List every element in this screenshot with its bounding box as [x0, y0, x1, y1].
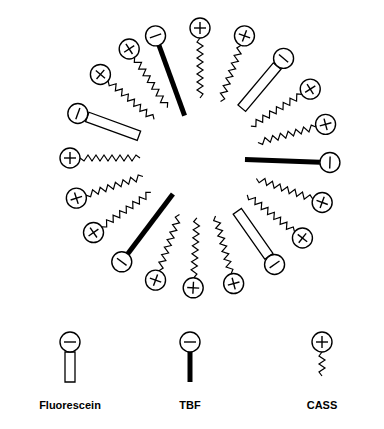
head-group [68, 104, 88, 124]
head-group [112, 252, 132, 272]
head-group [320, 153, 340, 173]
surfactant [220, 26, 254, 102]
surfactant [60, 148, 140, 168]
head-group [292, 228, 312, 248]
head-group [119, 39, 139, 59]
charge-sign [126, 44, 133, 54]
head-group [300, 79, 320, 99]
charge-sign [329, 157, 331, 169]
tbf-tail [245, 160, 320, 163]
head-group [190, 18, 210, 38]
tbf-tail [128, 194, 173, 254]
head-group [234, 26, 254, 46]
legend-entry: CASS [307, 395, 338, 413]
charge-sign [270, 261, 280, 268]
charge-sign [153, 275, 157, 286]
alkyl-tail [220, 45, 241, 101]
alkyl-tail [256, 178, 312, 199]
head-group [146, 26, 166, 46]
micelle [60, 18, 340, 298]
fluorescein-body [233, 208, 273, 259]
charge-sign [117, 258, 127, 265]
legend-entry: TBF [179, 395, 200, 413]
charge-sign [320, 123, 332, 126]
alkyl-tail [214, 216, 233, 274]
surfactant [84, 192, 151, 242]
alkyl-tail [159, 214, 180, 270]
surfactant [68, 104, 141, 141]
surfactant [180, 332, 200, 382]
head-group [183, 278, 203, 298]
fluorescein-body [238, 63, 281, 112]
charge-sign [317, 200, 328, 204]
head-group [224, 274, 244, 294]
alkyl-tail [319, 352, 325, 376]
alkyl-tail [102, 192, 151, 227]
charge-sign [184, 341, 196, 342]
charge-sign [232, 278, 235, 290]
surfactant [238, 48, 294, 111]
surfactant [258, 114, 336, 144]
charge-sign [192, 282, 194, 294]
charge-sign [71, 196, 82, 200]
surfactant [251, 79, 320, 127]
charge-sign [150, 34, 161, 38]
alkyl-tail [134, 57, 167, 107]
fluorescein-body [65, 352, 75, 382]
head-group [265, 254, 285, 274]
head-group [274, 48, 294, 68]
tbf-tail [159, 45, 185, 115]
charge-sign [279, 55, 288, 63]
charge-sign [242, 30, 246, 41]
charge-sign [96, 71, 105, 79]
charge-sign [298, 234, 307, 241]
surfactant [245, 153, 340, 173]
charge-sign [89, 229, 99, 236]
surfactant [183, 218, 203, 298]
surfactant [112, 194, 173, 272]
charge-sign [64, 157, 76, 158]
surfactant [312, 332, 332, 376]
surfactant [233, 208, 284, 274]
charge-sign [76, 108, 80, 119]
alkyl-tail [86, 175, 143, 197]
head-group [84, 223, 104, 243]
legend-label: CASS [307, 399, 338, 411]
surfactant [66, 175, 143, 208]
surfactant [146, 26, 185, 116]
legend-entry: Fluorescein [39, 395, 101, 413]
legend-label: TBF [179, 399, 200, 411]
head-group [312, 192, 332, 212]
charge-sign [97, 70, 105, 79]
head-group [316, 114, 336, 134]
alkyl-tail [251, 94, 302, 127]
head-group [312, 332, 332, 352]
charge-sign [321, 336, 322, 348]
surfactant [190, 18, 210, 98]
charge-sign [64, 341, 76, 342]
head-group [60, 332, 80, 352]
head-group [60, 148, 80, 168]
alkyl-tail [80, 155, 140, 161]
legend-symbols [60, 332, 332, 382]
head-group [66, 188, 86, 208]
alkyl-tail [191, 218, 199, 278]
legend-label: Fluorescein [39, 399, 101, 411]
fluorescein-body [86, 112, 141, 140]
charge-sign [305, 86, 315, 92]
alkyl-tail [258, 125, 316, 144]
surfactant [60, 332, 80, 382]
head-group [146, 270, 166, 290]
tbf-tail [188, 352, 193, 382]
surfactant [214, 216, 244, 294]
alkyl-tail [197, 38, 203, 98]
charge-sign [199, 22, 200, 34]
alkyl-tail [108, 81, 154, 120]
head-group [180, 332, 200, 352]
head-group [90, 64, 110, 84]
